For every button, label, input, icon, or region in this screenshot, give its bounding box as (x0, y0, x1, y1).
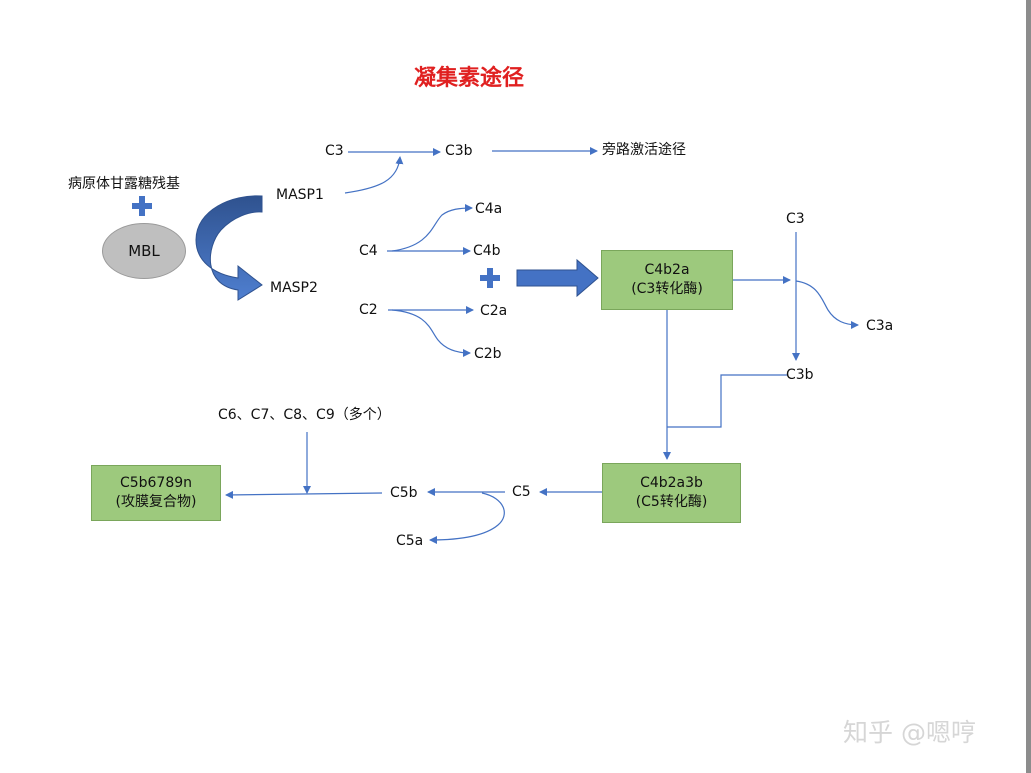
c5-convertase-desc: (C5转化酶) (635, 494, 708, 510)
plus-icon-pathogen-mbl (132, 196, 152, 216)
c2-label: C2 (359, 302, 378, 318)
c5a-label: C5a (396, 533, 424, 549)
arrow-masp1-to-c3 (344, 156, 404, 194)
c3b-top-label: C3b (445, 143, 473, 159)
c4a-label: C4a (475, 201, 503, 217)
c3b-right-label: C3b (786, 367, 814, 383)
c5-convertase-box: C4b2a3b (C5转化酶) (602, 463, 741, 523)
c4-label: C4 (359, 243, 378, 259)
mac-name: C5b6789n (119, 475, 193, 491)
mac-desc: (攻膜复合物) (115, 494, 197, 510)
arrow-c2-to-c2b (391, 309, 471, 357)
diagram-title: 凝集素途径 (414, 66, 525, 91)
c4b-label: C4b (473, 243, 501, 259)
masp2-label: MASP2 (270, 280, 318, 296)
watermark: 知乎 @嗯哼 (843, 718, 976, 747)
arrow-c3-to-c3a (795, 280, 859, 329)
c3-convertase-box: C4b2a (C3转化酶) (601, 250, 733, 310)
alt-pathway-label: 旁路激活途径 (602, 142, 686, 158)
c2a-label: C2a (480, 303, 508, 319)
arrow-c5-to-c5a (429, 492, 505, 544)
c6-c9-label: C6、C7、C8、C9（多个） (218, 407, 391, 423)
masp1-label: MASP1 (276, 187, 324, 203)
curved-block-arrow-icon (195, 195, 263, 301)
c3-top-label: C3 (325, 143, 344, 159)
mac-box: C5b6789n (攻膜复合物) (91, 465, 221, 521)
c2b-label: C2b (474, 346, 502, 362)
arrow-c5b-to-mac (225, 490, 383, 499)
c3-convertase-name: C4b2a (644, 262, 690, 278)
c3a-label: C3a (866, 318, 894, 334)
c5-convertase-name: C4b2a3b (640, 475, 703, 491)
c5b-label: C5b (390, 485, 418, 501)
mbl-node: MBL (102, 223, 186, 279)
block-arrow-icon (516, 258, 599, 298)
c5-label: C5 (512, 484, 531, 500)
arrow-c4-to-c4a (391, 204, 473, 252)
c3-convertase-desc: (C3转化酶) (631, 281, 703, 297)
pathogen-label: 病原体甘露糖残基 (68, 176, 180, 192)
connector-c3b-elbow (667, 374, 787, 428)
scrollbar-edge (1026, 0, 1031, 773)
mbl-label: MBL (128, 242, 160, 260)
c3-right-label: C3 (786, 211, 805, 227)
plus-icon-c4-c2 (480, 268, 500, 288)
